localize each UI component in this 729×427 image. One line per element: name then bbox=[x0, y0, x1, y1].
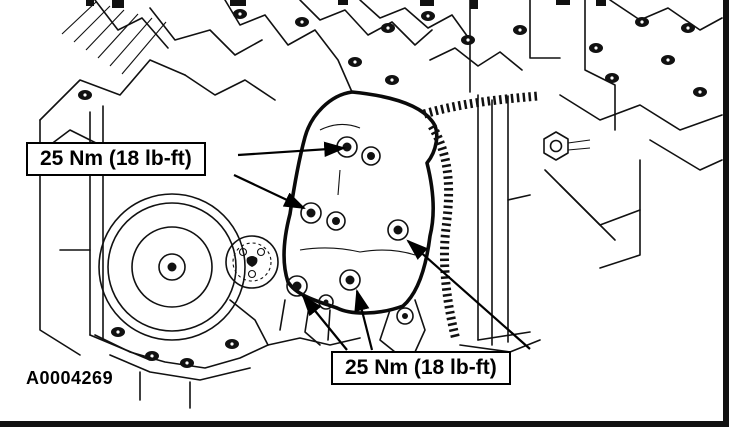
torque-callout-bottom: 25 Nm (18 lb-ft) bbox=[331, 351, 511, 386]
arrow-top-bolt bbox=[237, 141, 347, 157]
frame-bottom-bar bbox=[0, 421, 729, 427]
engine-upper-strokes bbox=[29, 0, 723, 269]
top-edge-marks bbox=[86, 0, 606, 9]
arrow-middle-bolt bbox=[233, 174, 306, 209]
right-bracket bbox=[459, 94, 541, 353]
cover-inner-detail bbox=[299, 123, 416, 256]
cover-bolts bbox=[286, 136, 409, 297]
ribbed-hose bbox=[422, 91, 539, 342]
crank-pulley bbox=[98, 193, 246, 341]
arrow-right-bolt bbox=[406, 239, 531, 350]
figure-number: A0004269 bbox=[26, 368, 114, 388]
arrow-lower-left-bolt bbox=[301, 294, 348, 351]
engine-lower-strokes bbox=[94, 294, 426, 409]
hatch-lines bbox=[61, 1, 167, 75]
frame-right-bar bbox=[723, 0, 729, 427]
torque-arrows bbox=[233, 141, 531, 351]
pulse-wheel bbox=[225, 235, 279, 289]
hex-bolt bbox=[543, 131, 591, 161]
arrow-lower-bolt bbox=[354, 288, 374, 351]
bolt-heads bbox=[78, 9, 707, 368]
torque-callout-top: 25 Nm (18 lb-ft) bbox=[26, 142, 206, 177]
